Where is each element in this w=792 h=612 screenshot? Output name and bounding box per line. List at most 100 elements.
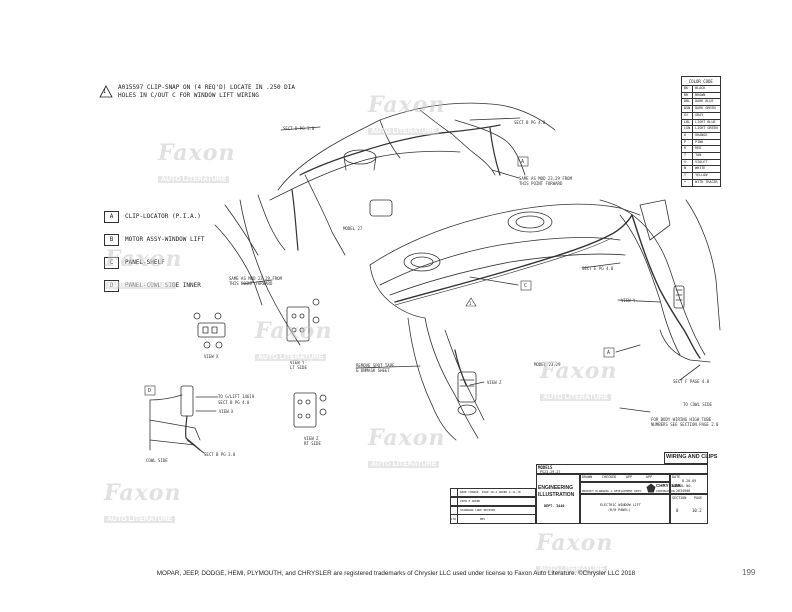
watermark-sub: AUTO LITERATURE bbox=[158, 176, 230, 183]
label-remove-spot2: & UNMASK SHEET bbox=[356, 368, 390, 373]
color-code-name: PINK bbox=[692, 138, 721, 147]
watermark-brand: Faxon bbox=[255, 318, 333, 344]
upper-body-outline bbox=[277, 102, 556, 191]
color-code-key: Y bbox=[680, 172, 694, 180]
legend-item-c: C PANEL-SHELF bbox=[104, 256, 204, 269]
callout-a-box-right bbox=[603, 347, 615, 358]
label-view-x: VIEW X bbox=[204, 354, 219, 359]
cowl-side-panel bbox=[149, 419, 201, 441]
company-name: CHRYSLER bbox=[656, 483, 681, 488]
watermark-brand: Faxon bbox=[540, 358, 618, 384]
callout-c: C bbox=[524, 283, 528, 289]
watermark-5: Faxon AUTO LITERATURE bbox=[540, 358, 617, 403]
general-note-line1: A015597 CLIP-SNAP ON (4 REQ'D) LOCATE IN… bbox=[118, 84, 296, 91]
right-window-motor bbox=[673, 285, 685, 309]
color-code-key: DBL bbox=[680, 98, 694, 107]
watermark-6: Faxon AUTO LITERATURE bbox=[368, 425, 445, 470]
label-view-y-small: VIEW Y bbox=[290, 360, 305, 365]
wiring-harness-upper bbox=[299, 124, 501, 176]
label-same-as-mod: SAME AS MOD 23,29 FROM bbox=[519, 176, 572, 181]
legend-key-a: A bbox=[104, 210, 119, 223]
app-label: APP bbox=[626, 475, 633, 479]
right-speaker-opening bbox=[507, 211, 553, 233]
models-label: MODELS bbox=[538, 465, 553, 470]
watermark-brand: Faxon bbox=[368, 425, 446, 451]
connector-view-x bbox=[197, 322, 226, 338]
app2-label: APP bbox=[646, 475, 653, 479]
left-lower-quarter bbox=[424, 317, 479, 439]
color-code-name: GRAY bbox=[692, 111, 721, 120]
left-window-motor bbox=[457, 371, 477, 403]
color-code-key: R bbox=[680, 145, 694, 154]
watermark-sub: AUTO LITERATURE bbox=[536, 566, 608, 573]
date-value: 8-20-69 bbox=[682, 479, 697, 483]
color-code-name: BLACK bbox=[692, 85, 721, 93]
watermark-brand: Faxon bbox=[104, 480, 182, 506]
label-numbers-see: NUMBERS SEE SECTION PAGE 2.0 bbox=[651, 422, 719, 427]
label-for-body-wiring: FOR BODY WIRING HIGH TUBE bbox=[651, 417, 712, 422]
checked-label: CHECKED bbox=[602, 475, 617, 479]
color-code-name: VIOLET bbox=[692, 158, 721, 167]
label-this-point: THIS POINT FORWARD bbox=[519, 181, 563, 186]
color-code-key: W bbox=[680, 165, 694, 174]
rev-row-3: STANDARD CODE REVISED bbox=[460, 508, 496, 512]
note-triangle-icon bbox=[99, 85, 113, 98]
legend-text-b: MOTOR ASSY-WINDOW LIFT bbox=[125, 236, 205, 243]
color-code-name: TAN bbox=[692, 152, 721, 160]
watermark-3: Faxon AUTO LITERATURE bbox=[105, 246, 182, 291]
label-view-z-sub: RT SIDE bbox=[304, 441, 321, 446]
color-code-key: V bbox=[680, 158, 694, 167]
rear-shelf-panel bbox=[369, 203, 641, 266]
callout-c-box bbox=[520, 280, 532, 291]
manual-value: 2634906 bbox=[676, 489, 691, 493]
label-view-z-lower: VIEW Z bbox=[304, 436, 319, 441]
watermark-1: Faxon AUTO LITERATURE bbox=[158, 140, 235, 185]
color-code-name: WITH TRACER bbox=[692, 178, 721, 187]
callout-a: A bbox=[521, 159, 525, 165]
legend-text-c: PANEL-SHELF bbox=[125, 259, 165, 266]
color-code-key: O bbox=[680, 131, 694, 140]
legend-key-b: B bbox=[104, 233, 119, 246]
color-code-key: DGN bbox=[680, 105, 694, 113]
title-block: WIRING AND CLIPS MODELS PS23,29,27 ENGIN… bbox=[450, 452, 717, 524]
models-value: PS23,29,27 bbox=[540, 470, 561, 474]
callout-a-right: A bbox=[607, 350, 611, 356]
watermark-sub: AUTO LITERATURE bbox=[368, 461, 440, 468]
left-speaker-opening bbox=[403, 252, 441, 272]
engineering-illustration: ENGINEERING ILLUSTRATION bbox=[538, 485, 574, 499]
watermark-2: Faxon AUTO LITERATURE bbox=[368, 92, 445, 137]
legend-item-a: A CLIP-LOCATOR (P.I.A.) bbox=[104, 210, 204, 223]
color-code-key: BR bbox=[680, 91, 694, 100]
right-quarter-panel bbox=[599, 199, 706, 356]
rev-row-4: REV bbox=[480, 517, 486, 521]
label-view-y: VIEW Y bbox=[621, 298, 636, 303]
color-code-name: YELLOW bbox=[692, 172, 721, 180]
callout-a-box bbox=[517, 156, 529, 167]
color-code-row: *WITH TRACER bbox=[680, 178, 721, 187]
confidential-text: PRODUCT PLANNING & DEVELOPMENT DEPT. bbox=[582, 489, 643, 493]
color-code-key: * bbox=[680, 178, 694, 187]
watermark-sub: AUTO LITERATURE bbox=[540, 394, 612, 401]
watermark-8: Faxon AUTO LITERATURE bbox=[536, 530, 613, 575]
section-value: 0 bbox=[676, 508, 679, 513]
trademark-footer: MOPAR, JEEP, DODGE, HEMI, PLYMOUTH, and … bbox=[156, 570, 636, 577]
watermark-sub: AUTO LITERATURE bbox=[105, 282, 177, 289]
label-sect-b-left: SECT B PG 4.0 bbox=[218, 400, 250, 405]
page-label: PAGE bbox=[694, 496, 703, 500]
label-sect-d: SECT D PG 3.0 bbox=[283, 126, 315, 131]
label-to-cowl-side: TO COWL SIDE bbox=[683, 402, 712, 407]
page-value: 10.2 bbox=[692, 508, 702, 513]
note-number: 1 bbox=[103, 89, 107, 95]
